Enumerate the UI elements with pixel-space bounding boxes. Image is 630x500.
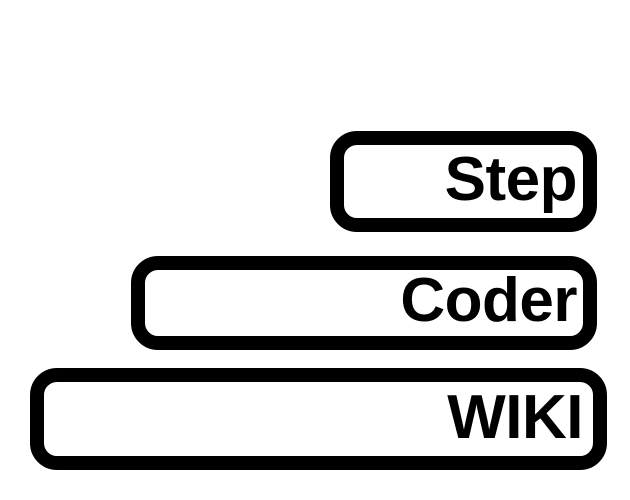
box-wiki-label: WIKI xyxy=(447,383,583,452)
box-coder-label: Coder xyxy=(400,266,577,335)
box-step-label: Step xyxy=(444,144,578,214)
box-step[interactable]: Step xyxy=(330,131,597,232)
box-coder[interactable]: Coder xyxy=(131,256,597,350)
box-wiki[interactable]: WIKI xyxy=(30,368,607,470)
